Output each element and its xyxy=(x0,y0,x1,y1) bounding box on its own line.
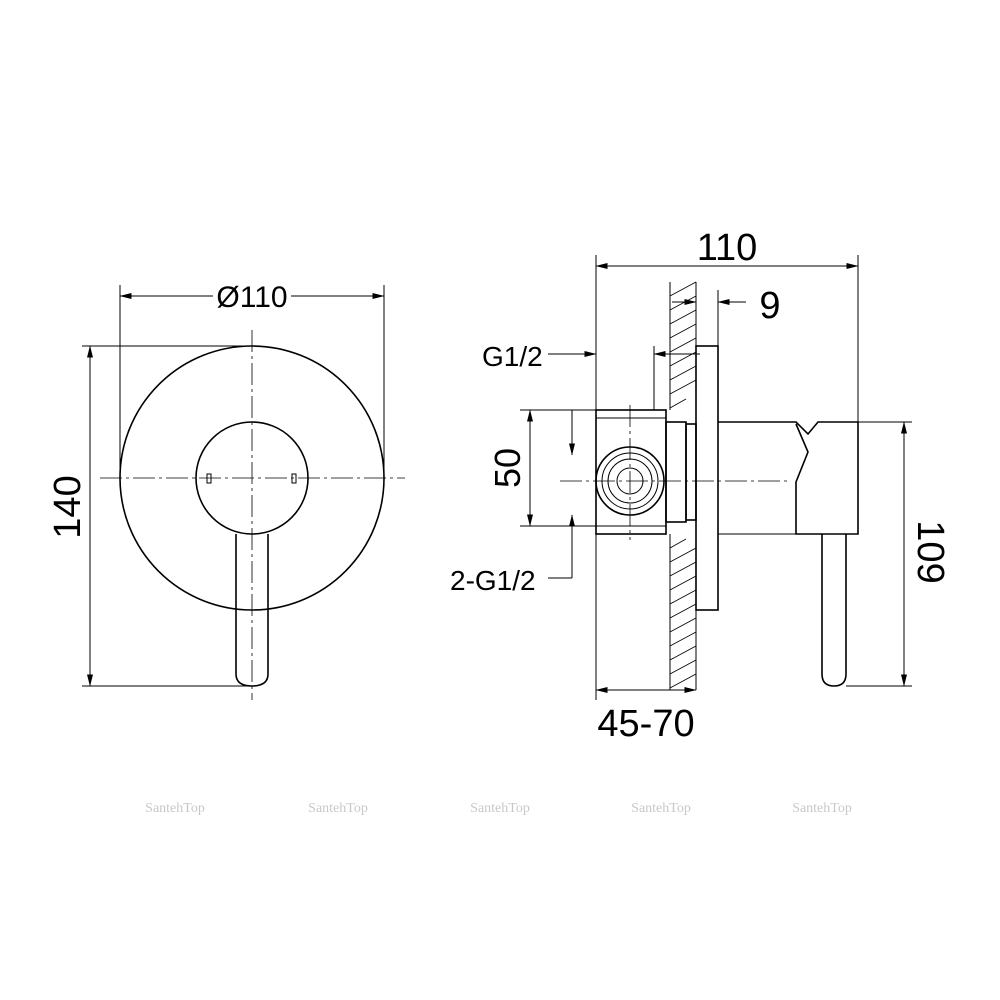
side-height-dimension-label: 109 xyxy=(909,520,951,583)
outlet-thread-label: 2-G1/2 xyxy=(450,565,536,596)
front-height-dimension-label: 140 xyxy=(47,475,89,538)
watermark-text: SantehTop xyxy=(792,801,852,816)
wall-section-hatch xyxy=(669,281,697,690)
spacing-dimension-label: 50 xyxy=(487,448,528,488)
side-escutcheon-plate xyxy=(695,345,719,611)
depth-dimension-label: 110 xyxy=(697,227,758,269)
side-handle-body xyxy=(718,421,859,535)
side-view: 110 9 G1/2 50 2-G1/2 45-70 109 xyxy=(450,227,951,745)
watermark-text: SantehTop xyxy=(470,801,530,816)
watermark-text: SantehTop xyxy=(631,801,691,816)
side-lever xyxy=(821,534,847,687)
plate-thickness-label: 9 xyxy=(759,285,780,327)
diameter-dimension-label: Ø110 xyxy=(216,281,287,314)
inlet-thread-label: G1/2 xyxy=(482,341,543,372)
watermark-row: SantehTop SantehTop SantehTop SantehTop … xyxy=(145,801,852,816)
front-view: Ø110 140 xyxy=(47,281,405,700)
wall-range-label: 45-70 xyxy=(597,703,694,745)
watermark-text: SantehTop xyxy=(308,801,368,816)
watermark-text: SantehTop xyxy=(145,801,205,816)
